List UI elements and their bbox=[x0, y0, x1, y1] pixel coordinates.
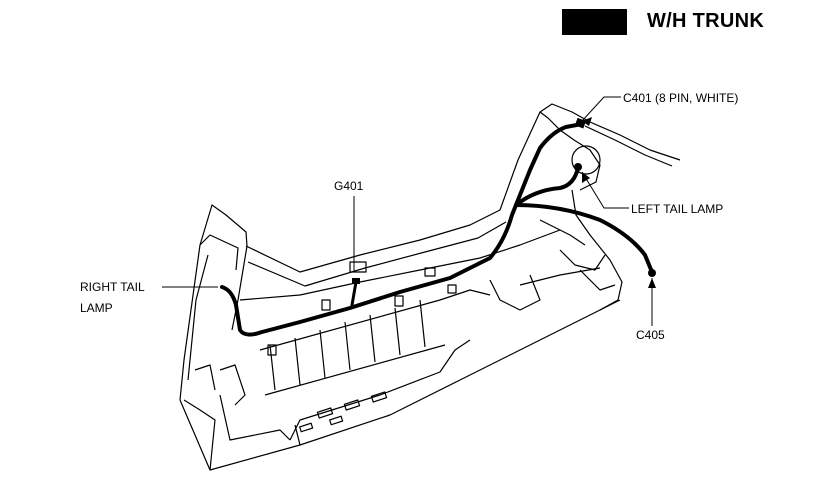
g401-ground-terminal bbox=[352, 278, 360, 284]
left-lamp-connector bbox=[574, 163, 582, 171]
label-c401: C401 (8 PIN, WHITE) bbox=[623, 91, 738, 105]
c405-connector bbox=[648, 269, 656, 277]
harness-ground-lead bbox=[350, 280, 358, 307]
harness-main-run bbox=[220, 122, 584, 337]
trunk-floor bbox=[179, 299, 621, 471]
wire-harness bbox=[220, 122, 654, 337]
leader-lines bbox=[162, 96, 653, 326]
left-lamp-housing bbox=[571, 145, 601, 175]
label-right-tail-lamp-line1: RIGHT TAIL bbox=[80, 280, 145, 294]
harness-c405-branch bbox=[514, 203, 654, 274]
leader-left-tail-lamp bbox=[581, 171, 629, 209]
label-right-tail-lamp-line2: LAMP bbox=[80, 301, 113, 315]
rear-panel-top bbox=[245, 103, 591, 273]
label-c405: C405 bbox=[636, 328, 665, 342]
arrow-c405 bbox=[648, 278, 656, 288]
left-pillar bbox=[179, 204, 248, 401]
deck-edge bbox=[589, 121, 681, 161]
label-g401: G401 bbox=[334, 179, 364, 193]
diagram-title: W/H TRUNK bbox=[647, 10, 765, 32]
header-black-block bbox=[562, 9, 627, 35]
harness-left-lamp-branch bbox=[514, 166, 580, 207]
arrow-left-tail-lamp bbox=[582, 172, 590, 183]
leader-c401 bbox=[581, 96, 621, 122]
arrow-c401 bbox=[582, 117, 592, 126]
label-left-tail-lamp: LEFT TAIL LAMP bbox=[631, 202, 723, 216]
trunk-body bbox=[179, 103, 681, 471]
right-pillar bbox=[539, 111, 601, 191]
